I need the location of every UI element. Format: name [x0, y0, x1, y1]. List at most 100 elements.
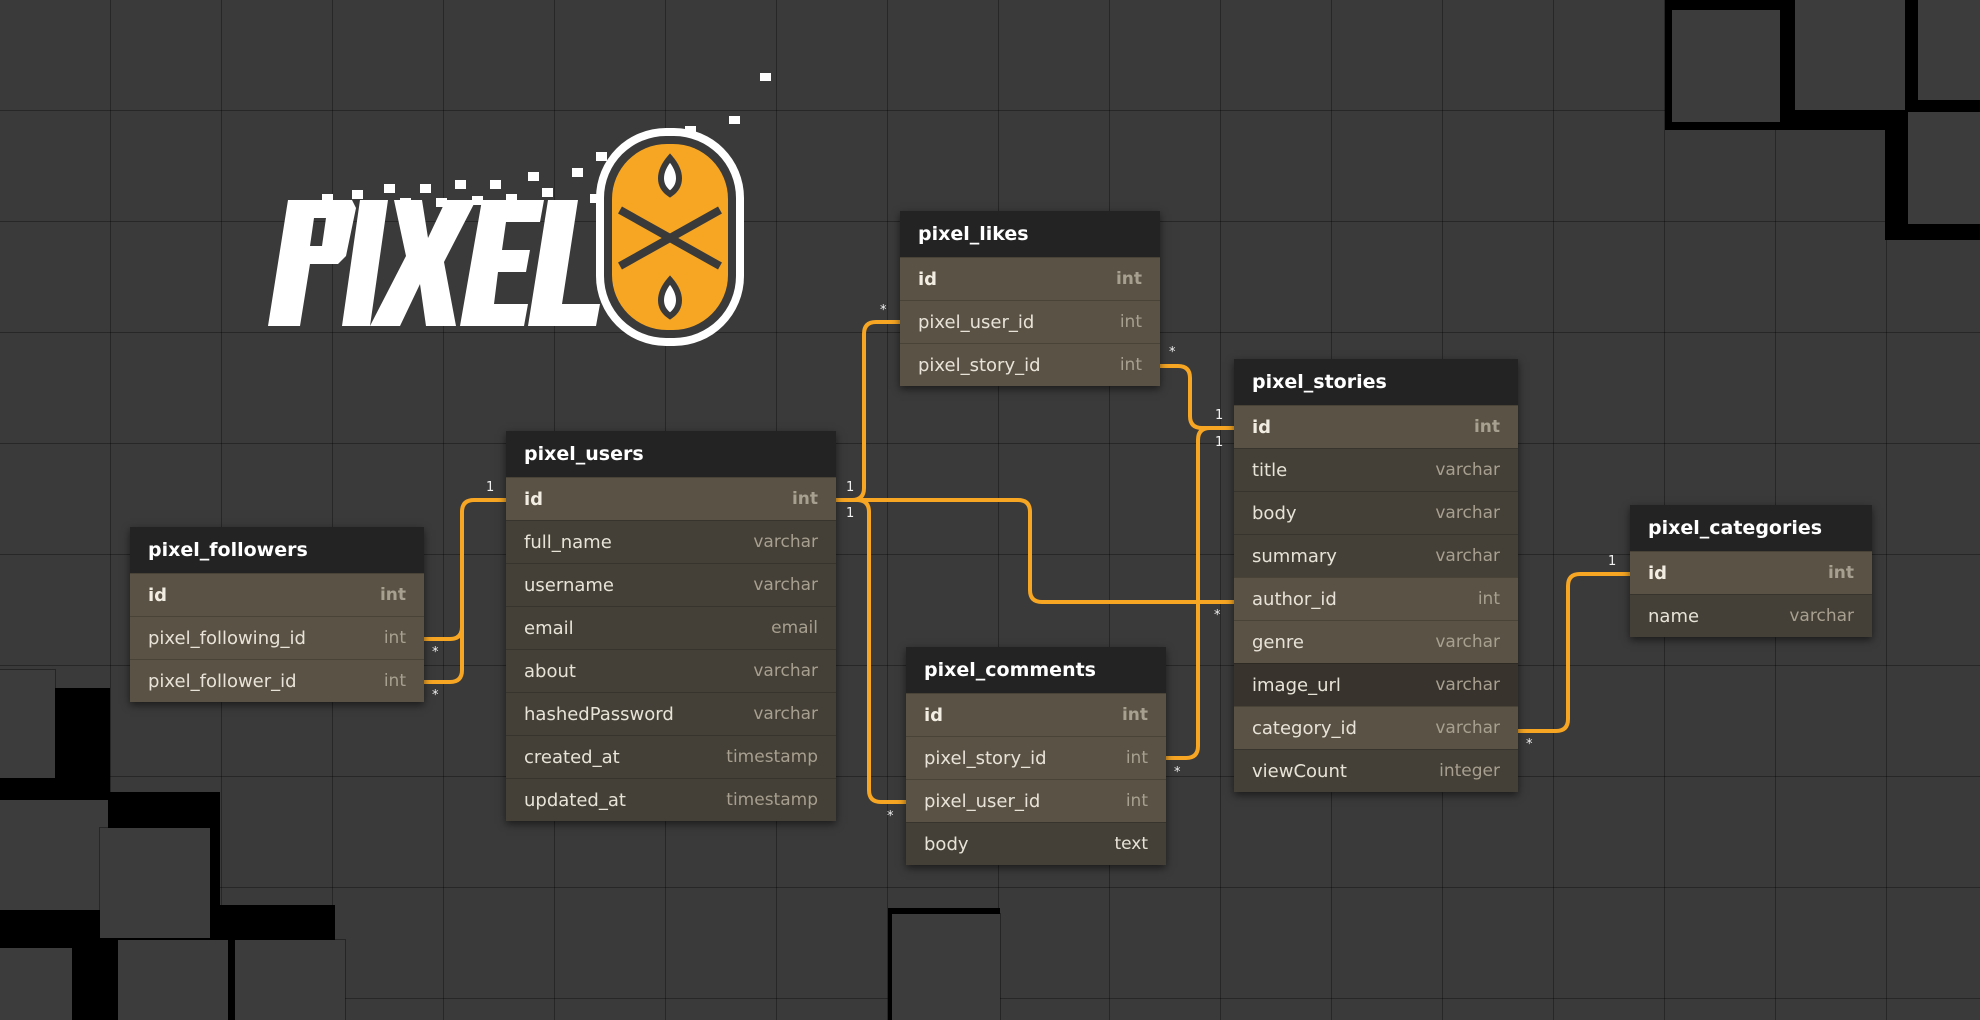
column-type: varchar: [753, 661, 818, 681]
table-title: pixel_stories: [1234, 359, 1518, 405]
bg-square: [0, 948, 72, 1020]
table-title: pixel_followers: [130, 527, 424, 573]
column-type: varchar: [753, 575, 818, 595]
column-row[interactable]: pixel_user_id int: [900, 300, 1160, 343]
pixel8-logo: [268, 73, 771, 346]
link-users-to-comments: [836, 498, 906, 804]
column-type: int: [1827, 563, 1854, 583]
bg-square: [1908, 112, 1980, 224]
card-1: 1: [1215, 435, 1223, 450]
column-name: viewCount: [1252, 760, 1347, 782]
column-type: varchar: [753, 532, 818, 552]
column-type: int: [1473, 417, 1500, 437]
column-row[interactable]: viewCount integer: [1234, 749, 1518, 792]
column-type: int: [379, 585, 406, 605]
column-row[interactable]: id int: [906, 693, 1166, 736]
card-many: *: [1169, 345, 1176, 360]
bg-square: [118, 940, 228, 1020]
column-name: updated_at: [524, 789, 626, 811]
card-1: 1: [1215, 408, 1223, 423]
link-follower-to-users: [424, 512, 464, 684]
column-row[interactable]: id int: [1630, 551, 1872, 594]
column-name: title: [1252, 459, 1288, 481]
column-name: image_url: [1252, 674, 1341, 696]
column-row[interactable]: body varchar: [1234, 491, 1518, 534]
column-type: text: [1114, 834, 1148, 854]
column-name: body: [1252, 502, 1297, 524]
card-many: *: [432, 645, 439, 660]
column-row[interactable]: username varchar: [506, 563, 836, 606]
bg-square: [1672, 10, 1780, 122]
column-type: timestamp: [726, 747, 818, 767]
bg-square: [892, 914, 1000, 1020]
column-name: pixel_user_id: [924, 790, 1041, 812]
column-type: varchar: [1435, 460, 1500, 480]
link-comments-to-stories: [1166, 426, 1234, 760]
column-name: hashedPassword: [524, 703, 674, 725]
column-name: id: [918, 268, 938, 290]
column-type: int: [383, 671, 406, 691]
column-type: int: [1119, 355, 1142, 375]
column-name: id: [924, 704, 944, 726]
card-many: *: [1526, 737, 1533, 752]
table-pixel-followers[interactable]: pixel_followers id int pixel_following_id…: [130, 527, 424, 702]
column-type: varchar: [1435, 503, 1500, 523]
column-type: timestamp: [726, 790, 818, 810]
card-1: 1: [846, 506, 854, 521]
column-name: pixel_user_id: [918, 311, 1035, 333]
column-name: genre: [1252, 631, 1304, 653]
bg-square: [1918, 0, 1980, 100]
column-type: varchar: [1789, 606, 1854, 626]
column-type: int: [791, 489, 818, 509]
column-type: int: [1121, 705, 1148, 725]
column-name: summary: [1252, 545, 1337, 567]
column-type: int: [1119, 312, 1142, 332]
column-name: id: [1648, 562, 1668, 584]
column-row[interactable]: body text: [906, 822, 1166, 865]
column-name: about: [524, 660, 576, 682]
bg-square: [1795, 0, 1905, 110]
column-type: integer: [1439, 761, 1500, 781]
table-title: pixel_likes: [900, 211, 1160, 257]
card-1: 1: [846, 480, 854, 495]
column-type: int: [1125, 748, 1148, 768]
column-row[interactable]: updated_at timestamp: [506, 778, 836, 821]
column-name: body: [924, 833, 969, 855]
column-name: id: [148, 584, 168, 606]
column-name: email: [524, 617, 574, 639]
column-type: int: [1477, 589, 1500, 609]
column-name: name: [1648, 605, 1700, 627]
column-row[interactable]: id int: [130, 573, 424, 616]
column-row[interactable]: title varchar: [1234, 448, 1518, 491]
card-many: *: [1214, 608, 1221, 623]
table-title: pixel_users: [506, 431, 836, 477]
card-1: 1: [486, 480, 494, 495]
link-stories-to-categories: [1518, 572, 1630, 733]
column-row[interactable]: about varchar: [506, 649, 836, 692]
column-name: username: [524, 574, 614, 596]
column-row[interactable]: name varchar: [1630, 594, 1872, 637]
